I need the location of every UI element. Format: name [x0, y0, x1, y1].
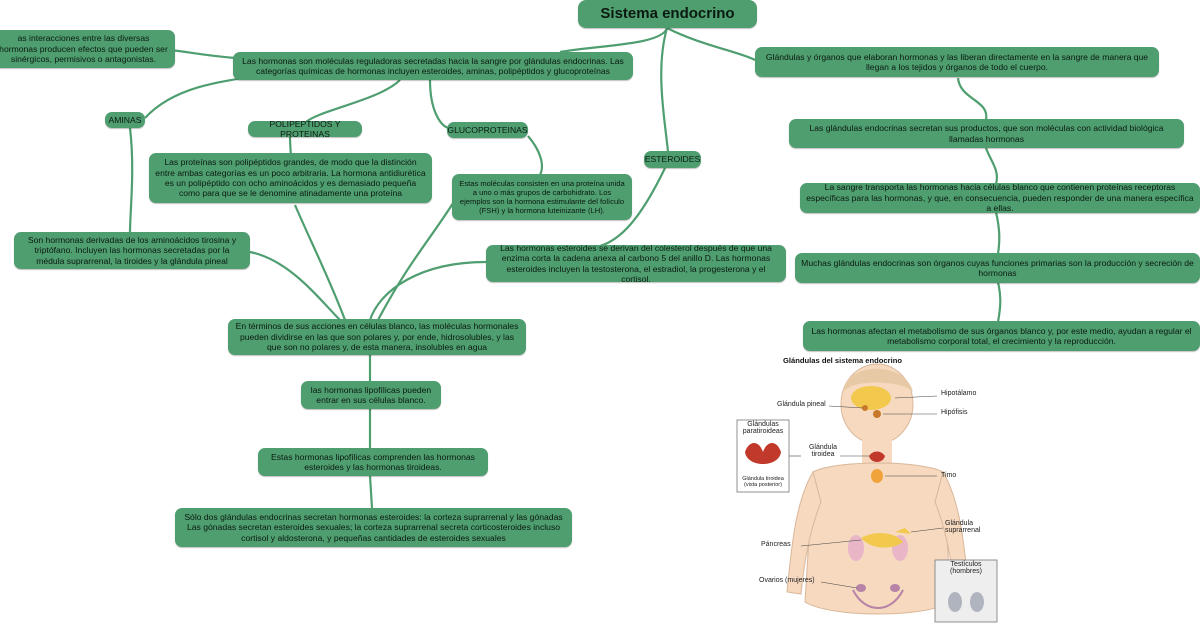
node-interacciones[interactable]: as interacciones entre las diversas horm… [0, 30, 175, 68]
uterus-shape [852, 589, 904, 609]
timo-shape [871, 469, 883, 483]
node-metabolismo[interactable]: Las hormonas afectan el metabolismo de s… [803, 321, 1200, 351]
left-testicle-shape [948, 592, 962, 612]
node-organos[interactable]: Muchas glándulas endocrinas son órganos … [795, 253, 1200, 283]
pancreas-shape [861, 533, 903, 548]
right-testicle-shape [970, 592, 984, 612]
label-testiculos: Testículos (hombres) [950, 561, 982, 575]
node-polipeptidos[interactable]: POLIPEPTIDOS Y PROTEINAS [248, 119, 362, 139]
label-pancreas: Páncreas [761, 541, 791, 548]
label-pineal: Glándula pineal [777, 401, 826, 408]
label-suprarrenal: Glándula suprarrenal [945, 520, 981, 534]
label-hipotalamo: Hipotálamo [941, 390, 977, 397]
suprarrenal-shape [895, 528, 911, 534]
tiroides-posterior-shape [745, 443, 781, 464]
left-ovary-shape [856, 584, 866, 592]
node-secretan[interactable]: Las glándulas endocrinas secretan sus pr… [789, 119, 1184, 148]
leader-lines [789, 395, 944, 589]
pineal-shape [862, 405, 868, 411]
label-tiroides: Glándula tiroidea [808, 444, 838, 458]
central-topic[interactable]: Sistema endocrino [578, 0, 757, 28]
node-esteroides[interactable]: ESTEROIDES [644, 151, 701, 168]
label-ovarios: Ovarios (mujeres) [759, 577, 815, 584]
figure-title: Glándulas del sistema endocrino [783, 356, 903, 365]
hipofisis-shape [873, 410, 881, 418]
node-glandulas-definicion[interactable]: Glándulas y órganos que elaboran hormona… [755, 47, 1159, 77]
right-ovary-shape [890, 584, 900, 592]
node-esteroides-texto[interactable]: Las hormonas esteroides se derivan del c… [486, 243, 786, 284]
endocrine-glands-figure: Glándulas del sistema endocrino [725, 352, 1200, 630]
node-lipofilicas-entrar[interactable]: las hormonas lipofílicas pueden entrar e… [301, 381, 441, 409]
node-lipofilicas-comprenden[interactable]: Estas hormonas lipofílicas comprenden la… [258, 448, 488, 476]
label-timo: Timo [941, 472, 957, 479]
label-tiroides-posterior: Glándula tiroidea (vista posterior) [742, 476, 784, 488]
brain-shape [851, 386, 891, 410]
node-glucoproteinas-texto[interactable]: Estas moléculas consisten en una proteín… [452, 174, 632, 220]
node-hormonas-definicion[interactable]: Las hormonas son moléculas reguladoras s… [233, 52, 633, 80]
node-aminas[interactable]: AMINAS [105, 112, 145, 128]
left-arm-shape [786, 470, 822, 595]
node-solo-dos-glandulas[interactable]: Sólo dos glándulas endocrinas secretan h… [175, 508, 572, 547]
testiculos-inset [934, 559, 998, 623]
node-transporta[interactable]: La sangre transporta las hormonas hacia … [800, 182, 1200, 213]
label-paratiroideas: Glándulas paratiroideas [742, 421, 784, 435]
label-hipofisis: Hipófisis [941, 409, 968, 416]
node-proteinas-texto[interactable]: Las proteínas son polipéptidos grandes, … [149, 153, 432, 203]
body-illustration [736, 363, 998, 623]
node-glucoproteinas[interactable]: GLUCOPROTEINAS [447, 122, 528, 138]
hair-shape [843, 368, 913, 392]
left-kidney-shape [848, 535, 864, 561]
node-aminas-texto[interactable]: Son hormonas derivadas de los aminoácido… [14, 232, 250, 269]
node-acciones[interactable]: En términos de sus acciones en células b… [228, 319, 526, 355]
tiroides-shape [869, 451, 885, 462]
